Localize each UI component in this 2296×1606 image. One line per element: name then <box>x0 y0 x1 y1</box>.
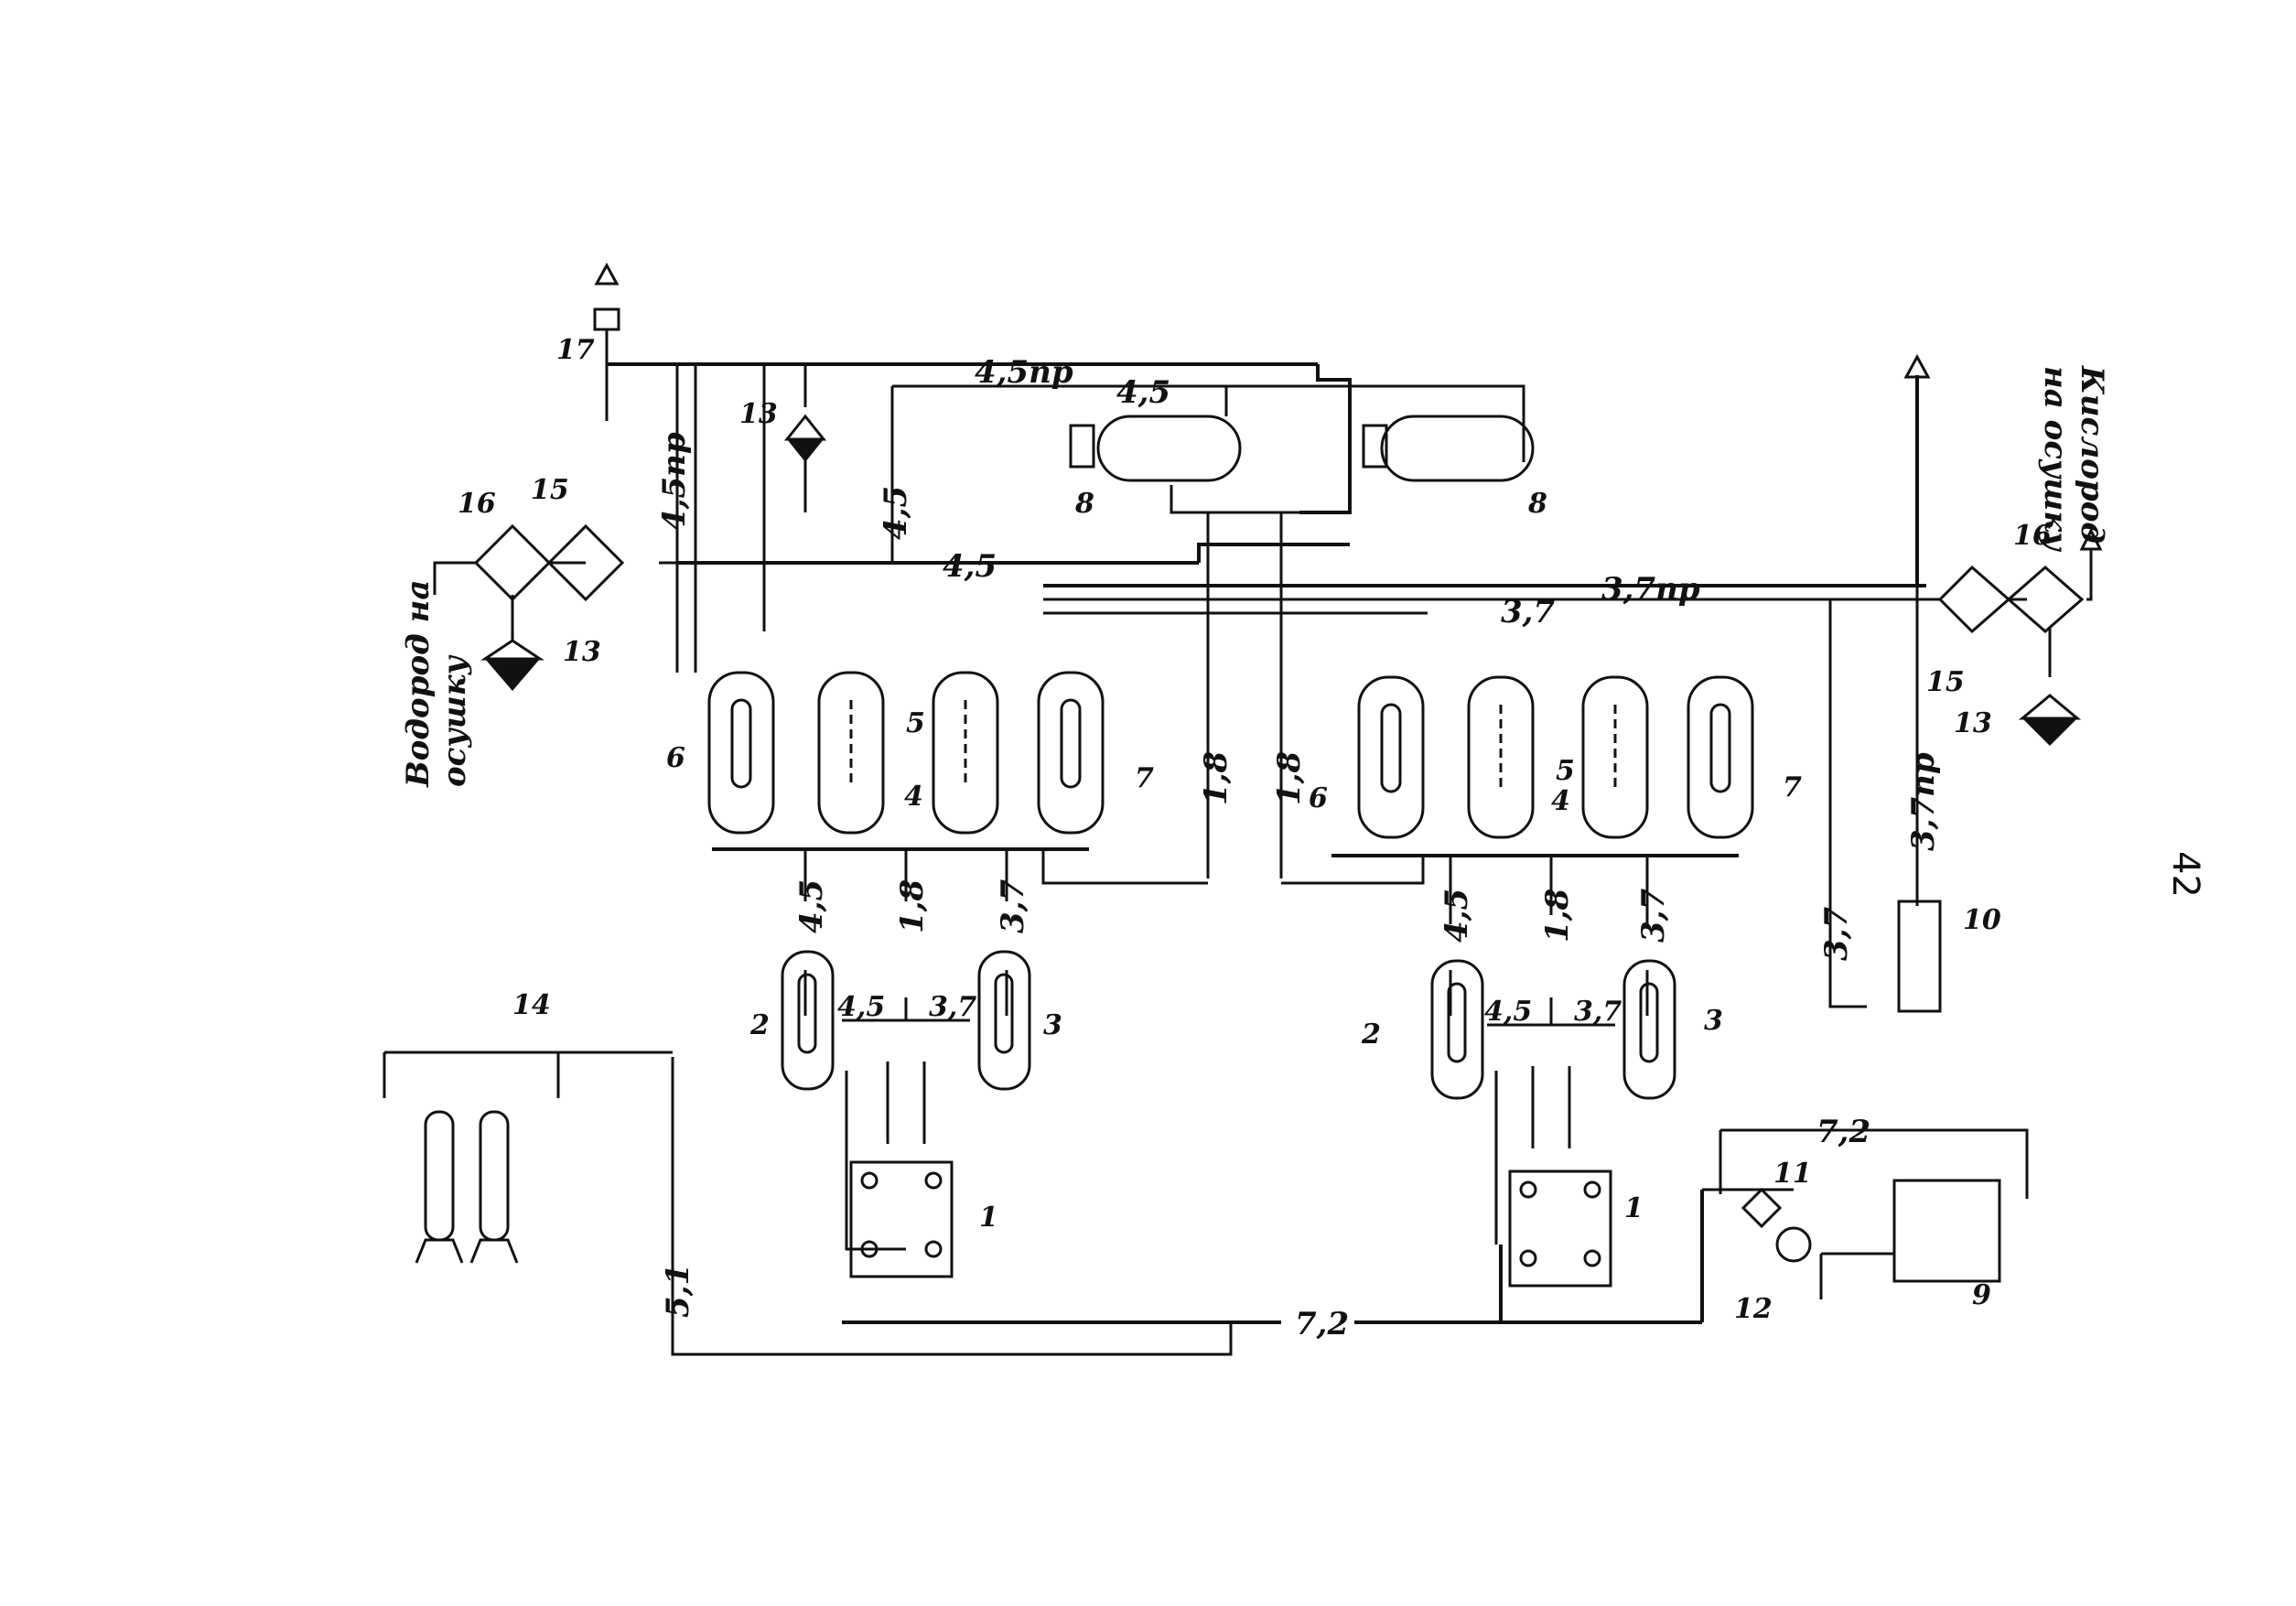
page-number: 42 <box>2164 851 2206 898</box>
num-4-left: 4 <box>904 781 923 813</box>
hydrogen-label-line1: Водород на <box>400 580 437 788</box>
num-1-left: 1 <box>979 1202 998 1234</box>
num-10: 10 <box>1963 904 2001 936</box>
label-v51: 5,1 <box>660 1264 696 1318</box>
column-5-left <box>932 671 999 835</box>
gas-cylinder-a <box>424 1110 455 1242</box>
heat-exchanger-15-right <box>1937 565 2011 634</box>
label-s37-r: 3,7 <box>1574 996 1622 1028</box>
num-17: 17 <box>556 334 595 366</box>
num-3-right: 3 <box>1704 1005 1723 1037</box>
num-13-left: 13 <box>563 636 601 668</box>
label-h37: 3,7 <box>1501 594 1555 631</box>
label-h72-pump: 7,2 <box>1816 1114 1870 1150</box>
num-5-right: 5 <box>1556 755 1575 787</box>
num-2-left: 2 <box>749 1009 770 1041</box>
label-v18-a: 1,8 <box>1198 751 1234 805</box>
trap-13-right <box>2022 718 2077 746</box>
pipelines <box>383 329 2093 1356</box>
label-v45-mid: 4,5 <box>878 486 914 540</box>
label-v18-r: 1,8 <box>1539 889 1576 943</box>
column-4-left <box>817 671 885 835</box>
trap-13-top <box>787 439 824 462</box>
label-h45pr-top: 4,5пр <box>975 354 1073 391</box>
num-8-right: 8 <box>1527 488 1547 520</box>
oxygen-label-line1: Кислород <box>2074 365 2110 544</box>
side-labels: Водород на осушку Кислород на осушку <box>400 365 2110 788</box>
column-2-right <box>1430 959 1484 1100</box>
equipment <box>415 262 2103 1288</box>
label-v37-l: 3,7 <box>995 879 1031 933</box>
equipment-numbers: 17 16 15 13 13 8 8 6 4 5 7 6 4 5 7 2 3 2… <box>458 334 2052 1325</box>
line-labels: 4,5пр 4,5 4,5пр 4,5 4,5 3,7пр 3,7 1,8 1,… <box>656 354 1942 1342</box>
column-5-right <box>1581 675 1649 839</box>
column-6-left <box>707 671 775 835</box>
oxygen-label-line2: на осушку <box>2037 366 2074 552</box>
label-h45-main: 4,5 <box>943 548 997 585</box>
num-11: 11 <box>1773 1158 1812 1190</box>
vent-17 <box>593 307 620 331</box>
label-h45-top: 4,5 <box>1116 374 1170 411</box>
num-7-left: 7 <box>1135 762 1154 794</box>
tank-10 <box>1897 900 1942 1013</box>
label-v37-r: 3,7 <box>1635 889 1672 943</box>
column-3-left <box>977 950 1031 1091</box>
label-v37-tank: 3,7 <box>1818 907 1855 961</box>
num-13-top: 13 <box>739 398 778 430</box>
num-15-right: 15 <box>1926 666 1965 698</box>
num-13-right: 13 <box>1954 707 1992 739</box>
label-v45pr-left: 4,5пр <box>656 432 693 531</box>
column-7-left <box>1037 671 1105 835</box>
num-15-left: 15 <box>531 474 569 506</box>
separator-8-left <box>1096 415 1242 482</box>
pump-12 <box>1775 1226 1812 1263</box>
num-16-left: 16 <box>458 488 496 520</box>
num-5-left: 5 <box>906 707 925 739</box>
electrolyser-1-left <box>849 1160 954 1278</box>
electrolyser-1-right <box>1508 1169 1612 1288</box>
heat-exchanger-15-left <box>546 523 625 602</box>
trap-13-left <box>485 659 540 691</box>
label-v18-b: 1,8 <box>1271 751 1308 805</box>
num-6-right: 6 <box>1309 782 1328 814</box>
num-7-right: 7 <box>1783 771 1802 803</box>
column-6-right <box>1357 675 1425 839</box>
separator-8-right <box>1380 415 1535 482</box>
hydrogen-label-line2: осушку <box>437 654 473 787</box>
num-8-left: 8 <box>1074 488 1094 520</box>
num-3-left: 3 <box>1043 1009 1062 1041</box>
label-s37-l: 3,7 <box>929 991 976 1023</box>
label-v45-r: 4,5 <box>1439 889 1475 943</box>
label-v37pr-tank: 3,7пр <box>1905 752 1942 851</box>
column-4-right <box>1467 675 1535 839</box>
num-6-left: 6 <box>666 742 685 774</box>
num-12: 12 <box>1734 1293 1773 1325</box>
label-s45-r: 4,5 <box>1484 996 1532 1028</box>
filter-11 <box>1741 1187 1783 1229</box>
num-9: 9 <box>1972 1279 1991 1311</box>
num-1-right: 1 <box>1624 1192 1644 1224</box>
vessel-9 <box>1892 1179 2001 1283</box>
label-v18-l: 1,8 <box>894 879 931 933</box>
num-14: 14 <box>512 989 551 1021</box>
label-v45-l: 4,5 <box>793 879 830 933</box>
filter-16-right <box>2006 566 2085 633</box>
label-h37pr: 3,7пр <box>1601 571 1700 608</box>
label-s45-l: 4,5 <box>837 991 885 1023</box>
label-h72-bottom: 7,2 <box>1295 1306 1349 1342</box>
num-16-right: 16 <box>2013 520 2052 552</box>
num-4-right: 4 <box>1551 785 1570 817</box>
column-3-right <box>1622 959 1676 1100</box>
column-7-right <box>1687 675 1754 839</box>
gas-cylinder-b <box>479 1110 510 1242</box>
column-2-left <box>781 950 835 1091</box>
filter-16-left <box>473 523 552 602</box>
num-2-right: 2 <box>1361 1019 1381 1051</box>
